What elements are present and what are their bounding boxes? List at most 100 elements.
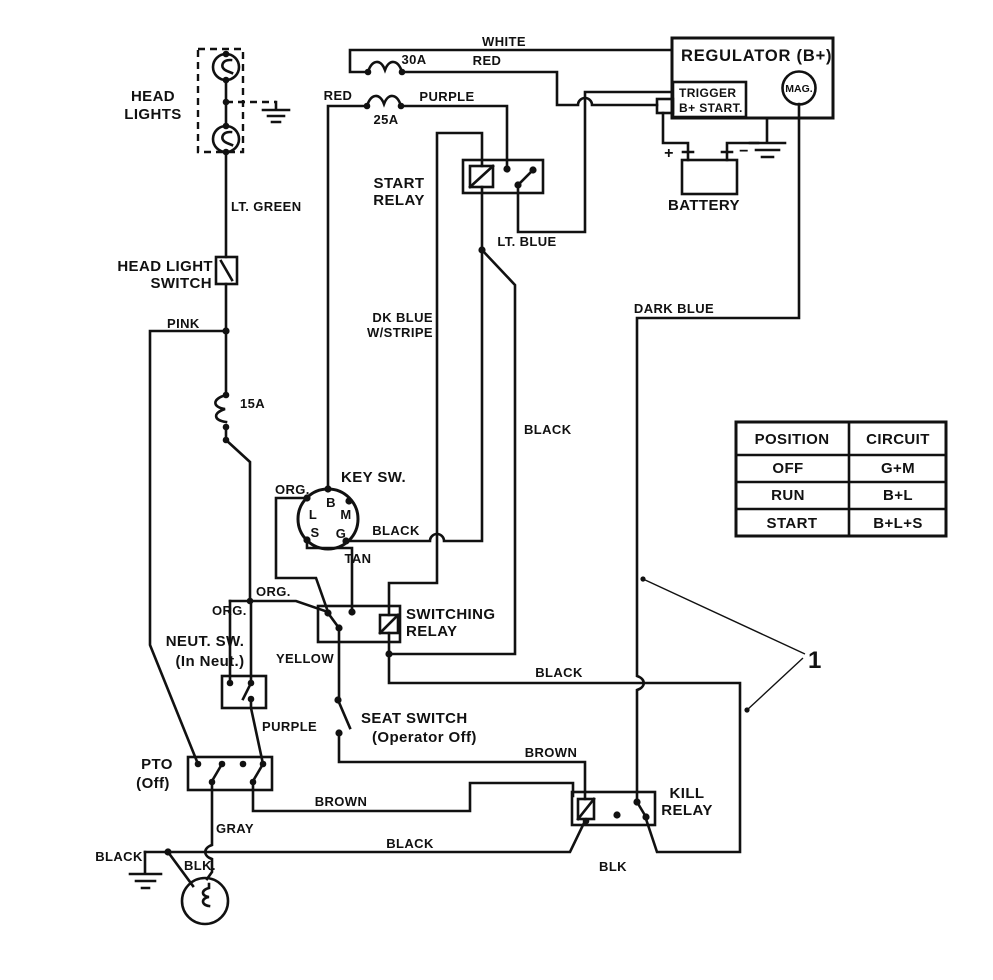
table-grid-lines — [734, 420, 948, 538]
wire-label-black-seat: BLACK — [535, 665, 583, 680]
wire-white — [348, 48, 674, 74]
wire-pink — [148, 329, 228, 766]
wire-brown-seat — [337, 731, 587, 801]
headlight-bulb-icon — [211, 124, 241, 154]
seat-switch-component: SEAT SWITCH (Operator Off) BROWN — [336, 698, 587, 801]
ground-symbol-icon — [128, 850, 163, 890]
fuse-25a-icon — [365, 94, 403, 108]
wire-label-blk-kill: BLK — [599, 859, 627, 874]
wire-label-black-mid: BLACK — [524, 422, 572, 437]
wire-label-black-key: BLACK — [372, 523, 420, 538]
callout-1: 1 — [642, 578, 821, 711]
wire-label-pink: PINK — [167, 316, 200, 331]
switch-blade-icon — [210, 762, 265, 783]
wire-tan — [305, 538, 354, 614]
wire-brown-pto — [251, 780, 575, 813]
neut-switch-label-2: (In Neut.) — [176, 653, 245, 670]
key-feed-wires: RED 25A PURPLE — [324, 88, 509, 491]
seat-switch-label-1: SEAT SWITCH — [361, 710, 468, 727]
neutral-switch-component: NEUT. SW. (In Neut.) PURPLE — [166, 633, 317, 766]
wire-label-org-3: ORG. — [212, 603, 247, 618]
relay-coil-diagonal — [576, 797, 596, 821]
table-cell: B+L+S — [873, 515, 923, 532]
wire-dk-blue-stripe — [387, 131, 484, 617]
wire-label-red-top: RED — [473, 53, 502, 68]
wire-label-purple-low: PURPLE — [262, 719, 317, 734]
wire-lt-blue — [516, 90, 674, 234]
headlights-label-1: HEAD — [131, 88, 175, 105]
neut-switch-box — [220, 674, 268, 710]
wire-label-lt-blue: LT. BLUE — [497, 234, 556, 249]
left-branch-wires: PINK 15A — [148, 282, 265, 766]
headlight-switch-label-1: HEAD LIGHT — [117, 258, 213, 275]
wire-label-tan: TAN — [345, 551, 372, 566]
wire-black-mid — [387, 185, 517, 656]
wire-dark-blue — [635, 102, 801, 804]
bottom-ground-run: BLACK BLK. BLACK BLK — [95, 821, 627, 926]
battery-box — [680, 158, 739, 196]
headlight-switch-label-2: SWITCH — [150, 275, 212, 292]
table-header-position: POSITION — [755, 431, 830, 448]
regulator-label: REGULATOR (B+) — [681, 47, 832, 65]
table-cell: RUN — [771, 487, 805, 504]
switching-relay-box — [316, 604, 402, 644]
kill-relay-component: KILL RELAY — [570, 785, 712, 827]
table-cell: B+L — [883, 487, 913, 504]
wire-black-kill-loop — [387, 631, 742, 854]
kill-relay-label-1: KILL — [670, 785, 705, 802]
table-cell: START — [767, 515, 818, 532]
wire-label-brown-pto: BROWN — [315, 794, 368, 809]
key-terminal-g: G — [336, 526, 347, 541]
pto-switch-component: PTO (Off) — [136, 755, 274, 792]
battery-label: BATTERY — [668, 197, 740, 214]
wire-org-key-l — [274, 496, 330, 614]
neut-switch-label-1: NEUT. SW. — [166, 633, 245, 650]
kill-relay-box — [570, 790, 657, 827]
wire-black-key — [344, 248, 484, 543]
key-terminal-b: B — [326, 495, 336, 510]
position-circuit-table: POSITION CIRCUIT OFF G+M RUN B+L START B… — [734, 420, 948, 538]
wire-battery-minus — [725, 141, 760, 154]
wire-org-neut-drops — [228, 599, 253, 685]
key-terminal-s: S — [310, 525, 319, 540]
headlight-switch-component: HEAD LIGHT SWITCH — [117, 255, 239, 292]
wire-purple — [399, 104, 509, 171]
junction-dots — [164, 50, 750, 856]
headlights-label-2: LIGHTS — [124, 106, 181, 123]
fuse-30a-icon — [366, 60, 404, 74]
trigger-terminal-tab — [655, 97, 675, 115]
trigger-label-1: TRIGGER — [679, 86, 736, 100]
start-relay-box — [461, 158, 545, 195]
pto-box — [186, 755, 274, 792]
wire-label-blk-lamp: BLK. — [184, 858, 216, 873]
headlights-component: HEAD LIGHTS LT. GREEN — [124, 47, 301, 259]
battery-minus-sign: − — [739, 143, 749, 160]
wire-label-org-1: ORG. — [275, 482, 310, 497]
fuse-label-30a: 30A — [401, 52, 426, 67]
relay-coil-diagonal — [378, 613, 400, 635]
switch-blade-icon — [336, 698, 352, 730]
switching-relay-label-2: RELAY — [406, 623, 457, 640]
wire-battery-plus — [661, 111, 690, 154]
pto-label-2: (Off) — [136, 775, 170, 792]
battery-component: + − BATTERY — [661, 111, 787, 214]
top-feed-wires: WHITE 30A RED — [348, 34, 674, 107]
switching-relay-label-1: SWITCHING — [406, 606, 495, 623]
table-cell: G+M — [881, 460, 915, 477]
table-header-circuit: CIRCUIT — [866, 431, 930, 448]
fuse-label-25a: 25A — [373, 112, 398, 127]
bulb-filament-icon — [221, 58, 234, 75]
wire-label-dark-blue: DARK BLUE — [634, 301, 714, 316]
pto-label-1: PTO — [141, 756, 173, 773]
wire-label-gray: GRAY — [216, 821, 254, 836]
wire-label-brown-seat: BROWN — [525, 745, 578, 760]
relay-coil-diagonal — [468, 164, 495, 189]
lamp-filament-icon — [201, 882, 211, 908]
fuse-label-15a: 15A — [240, 396, 265, 411]
wire-org-upper — [224, 438, 252, 603]
callout-lines — [642, 578, 806, 711]
wire-label-white: WHITE — [482, 34, 526, 49]
start-relay-component: START RELAY — [373, 158, 545, 209]
trigger-label-2: B+ START. — [679, 101, 743, 115]
regulator-box — [670, 36, 835, 120]
